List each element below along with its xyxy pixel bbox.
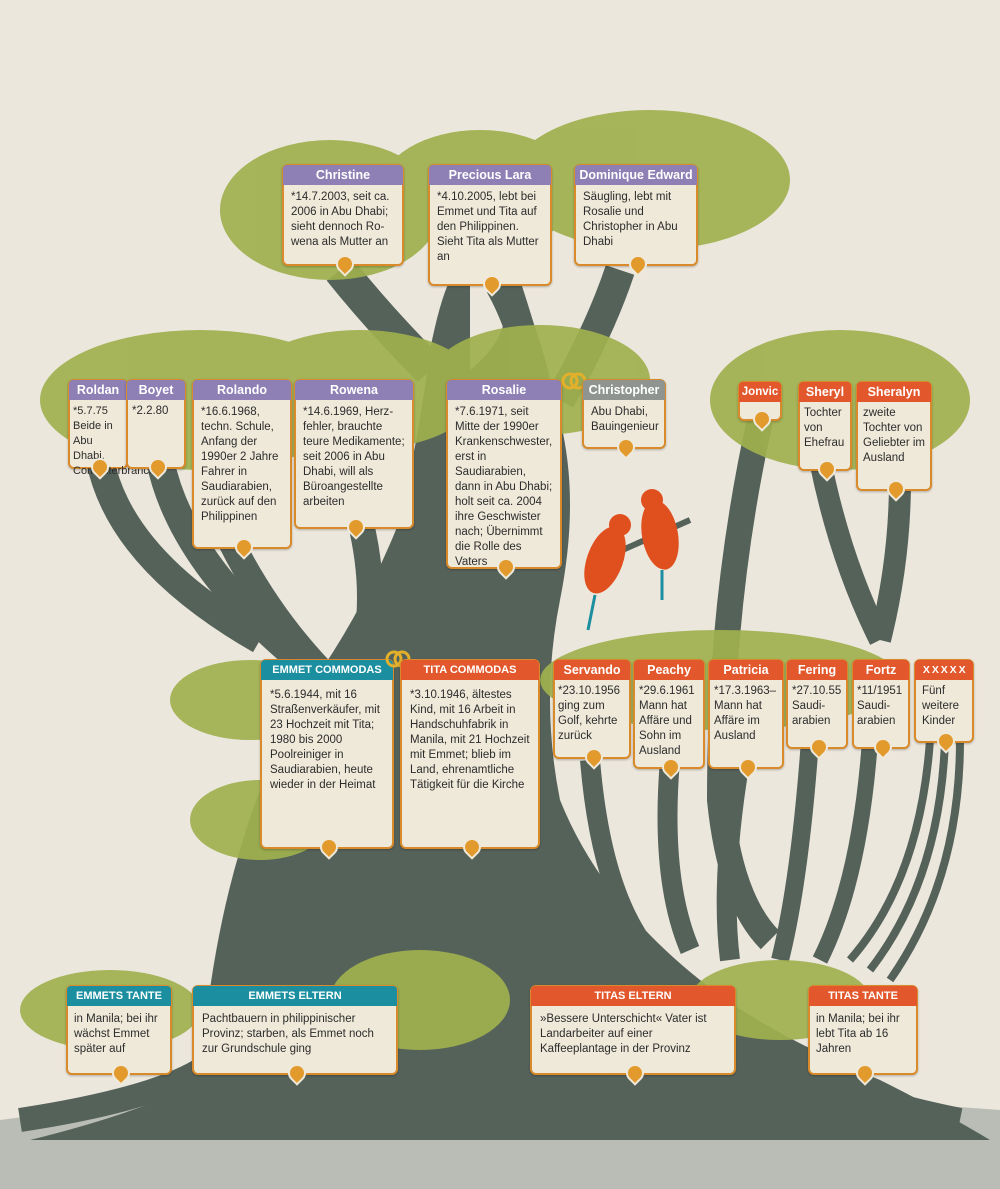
card-rosalie-name: Rosalie	[447, 380, 561, 400]
card-fortz-text: *11/1951 Sau­di-ara­bien	[857, 685, 903, 727]
card-rowena-text: *14.6.1969, Herz­fehler, brauchte teure …	[303, 406, 405, 508]
card-emmets-eltern-text: Pachtbauern in philippinischer Provinz; …	[202, 1013, 374, 1055]
card-tita-commodas: TITA COMMODAS *3.10.1946, ältestes Kind,…	[400, 659, 540, 860]
branch-left-4	[347, 516, 383, 674]
card-emmet-text: *5.6.1944, mit 16 Straßenverkäufer, mit …	[270, 689, 380, 791]
card-jonvic-name: Jonvic	[739, 382, 781, 402]
card-rowena-name: Rowena	[295, 380, 413, 400]
branch-right-10	[866, 739, 949, 973]
branch-left-2	[146, 457, 309, 671]
card-patricia: Patricia *17.3.1963– Mann hat Affäre im …	[708, 659, 784, 780]
branch-right-9	[846, 739, 934, 963]
card-sheryl-text: Tochter von Ehefrau	[804, 407, 845, 449]
card-tita-text: *3.10.1946, ältestes Kind, mit 16 Arbeit…	[410, 689, 530, 791]
card-boyet-text: *2.2.80	[132, 405, 169, 417]
card-rolando-text: *16.6.1968, techn. Schule, Anfang der 19…	[201, 406, 279, 523]
branch-far-left	[86, 456, 267, 653]
card-emmets-eltern: EMMETS ELTERN Pachtbauern in philippinis…	[192, 985, 398, 1086]
parrot-left	[584, 526, 626, 594]
parrots	[584, 489, 692, 631]
card-precious-lara: Precious Lara *4.10.2005, lebt bei Emmet…	[428, 164, 552, 297]
card-fering: Fering *27.10.55 Sau­di-arabien	[786, 659, 848, 760]
card-roldan: Roldan *5.7.75 Beide in Abu Dhabi, Compu…	[68, 379, 161, 480]
card-fering-text: *27.10.55 Sau­di-arabien	[792, 685, 842, 727]
card-christopher: Christopher Abu Dhabi, Bauingenieur	[582, 379, 666, 460]
card-christine-name: Christine	[283, 165, 403, 185]
card-emmet-name: EMMET COMMODAS	[261, 660, 393, 680]
card-rolando: Rolando *16.6.1968, techn. Schule, Anfan…	[192, 379, 292, 560]
root-mid-left	[290, 1060, 443, 1133]
card-fering-name: Fering	[787, 660, 847, 680]
card-rolando-name: Rolando	[193, 380, 291, 400]
branch-right-5	[657, 759, 700, 954]
branch-right-2	[809, 457, 890, 645]
card-christopher-name: Christopher	[583, 380, 665, 400]
branch-right-3	[869, 479, 911, 643]
branch-right-6	[716, 758, 750, 962]
card-titas-eltern-name: TITAS ELTERN	[531, 986, 735, 1006]
card-fortz-name: Fortz	[853, 660, 909, 680]
card-titas-eltern-text: »Bessere Unterschicht« Vater ist Landarb…	[540, 1013, 707, 1055]
card-emmets-tante: EMMETS TANTE in Manila; bei ihr wächst E…	[66, 985, 172, 1086]
card-fuenf-text: Fünf weitere Kinder	[922, 685, 960, 727]
card-emmets-tante-text: in Manila; bei ihr wächst Emmet später a…	[74, 1013, 158, 1055]
branch-right-8	[812, 739, 878, 964]
root-right	[794, 1059, 963, 1132]
card-sheryl: Sheryl Tochter von Ehefrau	[798, 381, 852, 482]
branch-right-11	[886, 739, 964, 983]
card-patricia-text: *17.3.1963– Mann hat Affäre im Ausland	[714, 685, 777, 742]
card-boyet-name: Boyet	[127, 380, 185, 400]
card-peachy: Peachy *29.6.1961 Mann hat Affäre und So…	[633, 659, 705, 780]
card-titas-tante-text: in Manila; bei ihr lebt Tita ab 16 Jahre…	[816, 1013, 900, 1055]
card-servando-name: Servando	[554, 660, 630, 680]
card-sheralyn-name: Sheralyn	[857, 382, 931, 402]
card-dominique-edward-name: Dominique Edward	[575, 165, 697, 185]
card-fuenf-weitere: X X X X X Fünf weitere Kinder	[914, 659, 974, 754]
card-peachy-name: Peachy	[634, 660, 704, 680]
card-servando: Servando *23.10.1956 ging zum Golf, kehr…	[553, 659, 631, 770]
card-precious-lara-name: Precious Lara	[429, 165, 551, 185]
card-rosalie: Rosalie *7.6.1971, seit Mitte der 1990er…	[446, 379, 562, 580]
card-titas-tante-name: TITAS TANTE	[809, 986, 917, 1006]
card-patricia-name: Patricia	[709, 660, 783, 680]
card-peachy-text: *29.6.1961 Mann hat Affäre und Sohn im A…	[639, 685, 695, 757]
card-christine: Christine *14.7.2003, seit ca. 2006 in A…	[282, 164, 404, 277]
card-rowena: Rowena *14.6.1969, Herz­fehler, brauchte…	[294, 379, 414, 540]
card-precious-lara-text: *4.10.2005, lebt bei Emmet und Tita auf …	[437, 191, 539, 263]
card-fortz: Fortz *11/1951 Sau­di-ara­bien	[852, 659, 910, 760]
root-left	[18, 1059, 207, 1132]
card-emmets-eltern-name: EMMETS ELTERN	[193, 986, 397, 1006]
card-sheralyn: Sheralyn zweite Tochter von Geliebter im…	[856, 381, 932, 502]
branch-right-4	[580, 759, 649, 946]
card-christopher-text: Abu Dhabi, Bauingenieur	[591, 406, 659, 433]
card-titas-tante: TITAS TANTE in Manila; bei ihr lebt Tita…	[808, 985, 918, 1086]
card-dominique-edward: Dominique Edward Säugling, lebt mit Rosa…	[574, 164, 698, 277]
card-tita-name: TITA COMMODAS	[401, 660, 539, 680]
card-boyet: Boyet *2.2.80	[126, 379, 186, 480]
card-titas-eltern: TITAS ELTERN »Bessere Unterschicht« Vate…	[530, 985, 736, 1086]
card-servando-text: *23.10.1956 ging zum Golf, kehrte zurück	[558, 685, 621, 742]
card-jonvic: Jonvic	[738, 381, 782, 432]
card-sheryl-name: Sheryl	[799, 382, 851, 402]
card-christine-text: *14.7.2003, seit ca. 2006 in Abu Dhabi; …	[291, 191, 390, 248]
card-rosalie-text: *7.6.1971, seit Mitte der 1990er Kranken…	[455, 406, 553, 568]
card-sheralyn-text: zweite Tochter von Geliebter im Ausland	[863, 407, 925, 464]
card-fuenf-marks: X X X X X	[915, 660, 973, 680]
card-emmet-commodas: EMMET COMMODAS *5.6.1944, mit 16 Straßen…	[260, 659, 394, 860]
branch-right-7	[771, 739, 819, 963]
card-dominique-edward-text: Säugling, lebt mit Rosalie und Christoph…	[583, 191, 678, 248]
parrot-right	[641, 500, 679, 570]
card-roldan-name: Roldan	[69, 380, 127, 400]
card-emmets-tante-name: EMMETS TANTE	[67, 986, 171, 1006]
